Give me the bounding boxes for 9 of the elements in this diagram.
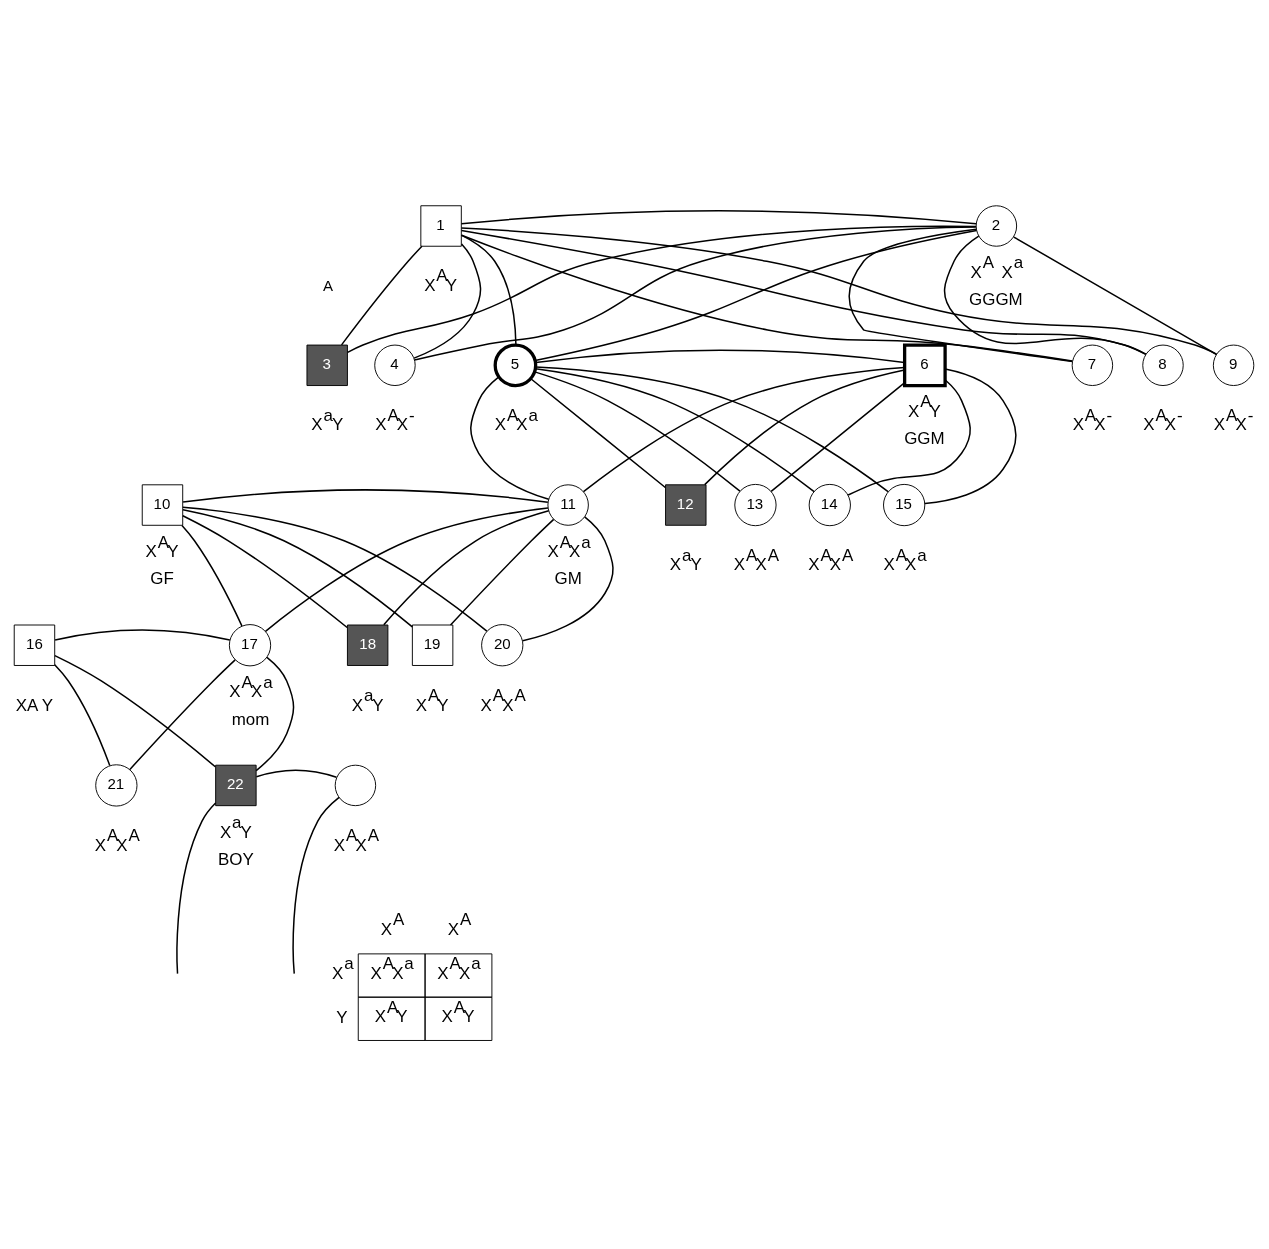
node-label: mom xyxy=(231,709,270,729)
node-label: XA Y xyxy=(15,695,53,715)
node-label: BOY xyxy=(218,849,254,869)
label: A xyxy=(322,276,333,294)
node-label: GF xyxy=(150,568,174,588)
node-label: GGGM xyxy=(969,289,1023,309)
label: Y xyxy=(336,1007,348,1027)
node-label: GGM xyxy=(904,428,945,448)
node-label: GM xyxy=(554,568,582,588)
